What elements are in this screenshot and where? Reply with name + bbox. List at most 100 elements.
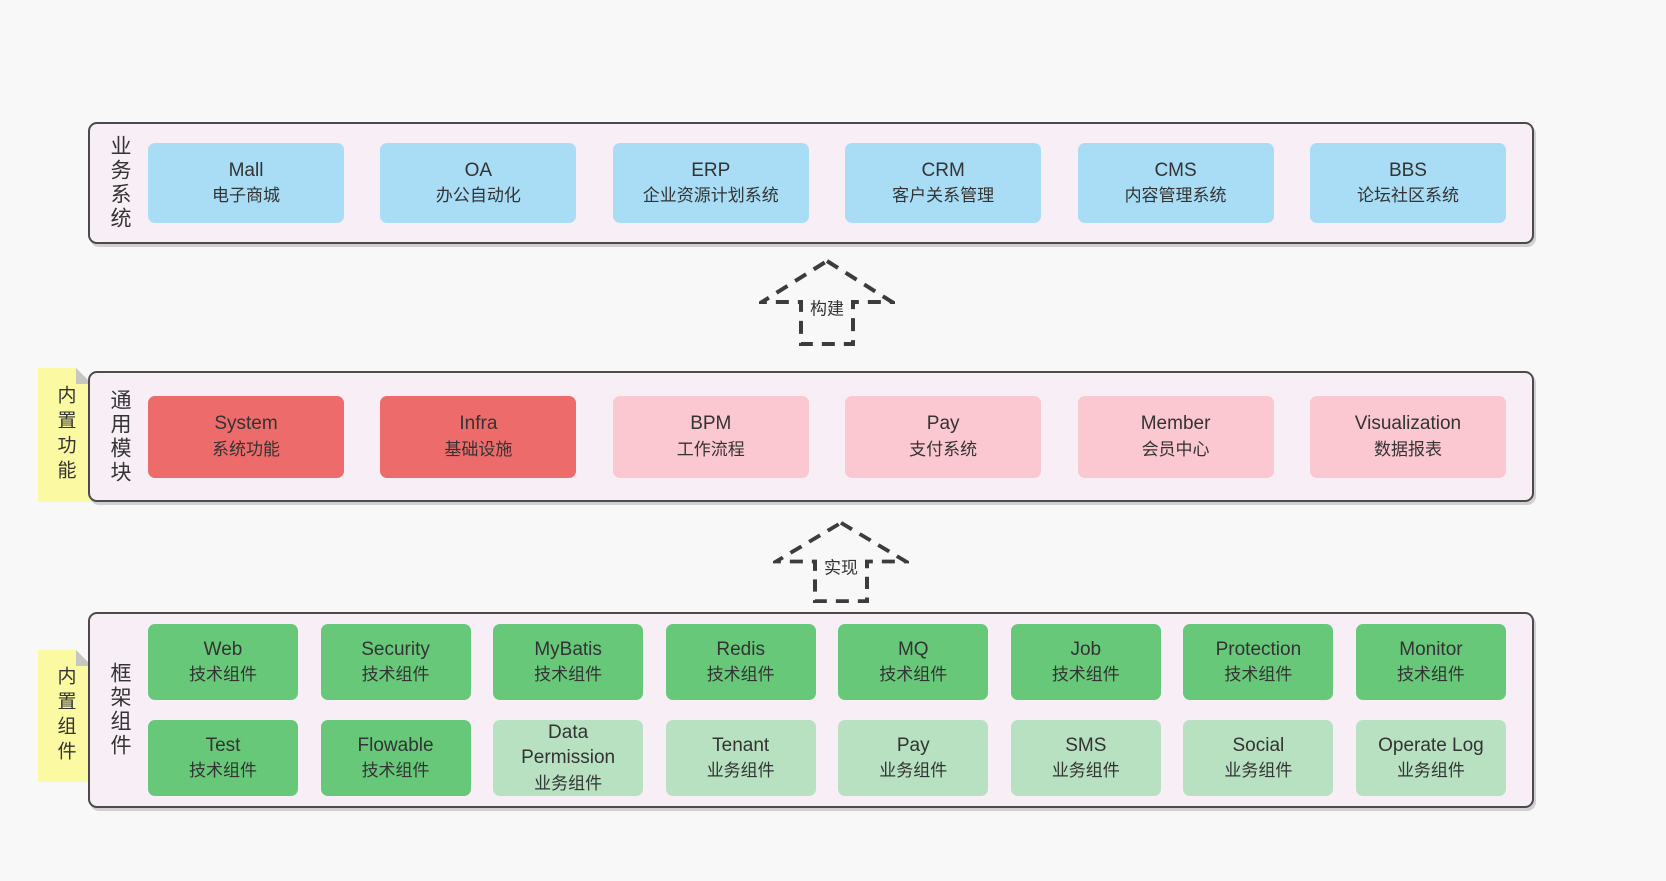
box-name: Social [1232,734,1285,756]
box-desc: 会员中心 [1141,439,1210,459]
box-name: Pay [926,413,960,435]
box-desc: 技术组件 [361,665,430,685]
boxes-area: Web 技术组件 Security 技术组件 MyBatis 技术组件 Redi… [148,614,1532,806]
box-name: Job [1070,638,1102,660]
box-name: Redis [716,638,765,660]
layer-title: 框架组件 [108,662,131,758]
box-desc: 内容管理系统 [1124,186,1227,206]
box-name: Mall [228,159,264,181]
box-desc: 技术组件 [189,761,257,781]
box-desc: 论坛社区系统 [1356,186,1459,206]
box-desc: 基础设施 [444,439,513,459]
box-desc: 技术组件 [189,665,257,685]
box-visualization: Visualization 数据报表 [1309,395,1506,478]
box-member: Member 会员中心 [1077,395,1274,478]
arrow-implement: 实现 [773,520,909,604]
box-system: System 系统功能 [148,395,344,478]
box-desc: 技术组件 [1224,665,1293,685]
box-tenant: Tenant 业务组件 [665,720,816,796]
note-built-in-features: 内置功能 [38,368,92,502]
layer-title: 业务系统 [108,135,131,231]
box-name: Visualization [1354,413,1462,435]
box-name: MQ [897,638,929,660]
note-built-in-components: 内置组件 [38,650,92,782]
box-desc: 技术组件 [1051,665,1120,685]
box-name: Protection [1215,638,1302,660]
layer-label-column: 框架组件 [90,614,148,806]
box-name: Pay [896,734,930,756]
box-desc: 业务组件 [1224,761,1293,781]
box-desc: 业务组件 [534,773,603,793]
box-erp: ERP 企业资源计划系统 [612,143,809,223]
layer-business-systems: 业务系统 Mall 电子商城 OA 办公自动化 ERP 企业资源计划系统 CRM [88,122,1534,244]
box-name: Flowable [357,734,434,756]
box-desc: 技术组件 [361,761,430,781]
boxes-area: System 系统功能 Infra 基础设施 BPM 工作流程 Pay 支付系统… [148,373,1532,500]
layer-framework-components: 框架组件 Web 技术组件 Security 技术组件 MyBatis 技术组件… [88,612,1534,808]
box-name: System [214,413,278,435]
box-data-permission: Data Permission 业务组件 [493,720,644,796]
box-oa: OA 办公自动化 [380,143,577,223]
box-bbs: BBS 论坛社区系统 [1309,143,1506,223]
layer-label-column: 通用模块 [90,373,148,500]
box-redis: Redis 技术组件 [665,624,816,700]
up-arrow-icon [773,520,909,604]
box-desc: 系统功能 [212,439,280,459]
box-mq: MQ 技术组件 [838,624,989,700]
up-arrow-icon [759,258,895,346]
box-infra: Infra 基础设施 [380,395,577,478]
layer-label-column: 业务系统 [90,124,148,242]
note-label: 内置组件 [54,666,76,766]
box-name: Data Permission [521,722,616,768]
box-desc: 工作流程 [676,439,745,459]
box-web: Web 技术组件 [148,624,298,700]
box-sms: SMS 业务组件 [1010,720,1161,796]
box-desc: 业务组件 [1051,761,1120,781]
box-pay-system: Pay 支付系统 [845,395,1042,478]
box-name: BBS [1388,159,1427,181]
boxes-area: Mall 电子商城 OA 办公自动化 ERP 企业资源计划系统 CRM 客户关系… [148,124,1532,242]
box-desc: 办公自动化 [435,186,521,206]
box-name: BPM [690,413,732,435]
box-desc: 客户关系管理 [892,186,995,206]
box-crm: CRM 客户关系管理 [845,143,1042,223]
box-name: ERP [691,159,731,181]
box-job: Job 技术组件 [1010,624,1161,700]
box-name: CRM [921,159,965,181]
box-protection: Protection 技术组件 [1183,624,1334,700]
arrow-build: 构建 [759,258,895,347]
box-social: Social 业务组件 [1183,720,1334,796]
note-label: 内置功能 [54,385,76,485]
box-name: Tenant [712,734,770,756]
box-operate-log: Operate Log 业务组件 [1355,720,1506,796]
box-row: System 系统功能 Infra 基础设施 BPM 工作流程 Pay 支付系统… [148,395,1506,478]
box-desc: 数据报表 [1373,439,1442,459]
box-name: Security [361,638,430,660]
box-desc: 技术组件 [706,665,775,685]
box-desc: 业务组件 [1396,761,1465,781]
box-desc: 业务组件 [706,761,775,781]
box-desc: 业务组件 [879,761,948,781]
box-row: Test 技术组件 Flowable 技术组件 Data Permission … [148,720,1506,796]
box-monitor: Monitor 技术组件 [1355,624,1506,700]
box-mall: Mall 电子商城 [148,143,344,223]
box-name: OA [464,159,493,181]
box-row: Web 技术组件 Security 技术组件 MyBatis 技术组件 Redi… [148,624,1506,700]
arrow-implement-label: 实现 [821,552,861,580]
box-name: MyBatis [534,638,602,660]
box-desc: 电子商城 [212,186,280,206]
box-bpm: BPM 工作流程 [612,395,809,478]
layer-title: 通用模块 [108,388,131,485]
box-name: CMS [1154,159,1197,181]
box-name: SMS [1065,734,1107,756]
box-row: Mall 电子商城 OA 办公自动化 ERP 企业资源计划系统 CRM 客户关系… [148,143,1506,223]
box-desc: 技术组件 [534,665,603,685]
box-name: Test [205,734,241,756]
box-name: Operate Log [1378,734,1484,756]
box-desc: 企业资源计划系统 [642,186,779,206]
box-desc: 支付系统 [909,439,978,459]
box-flowable: Flowable 技术组件 [320,720,471,796]
box-cms: CMS 内容管理系统 [1077,143,1274,223]
box-desc: 技术组件 [1396,665,1465,685]
